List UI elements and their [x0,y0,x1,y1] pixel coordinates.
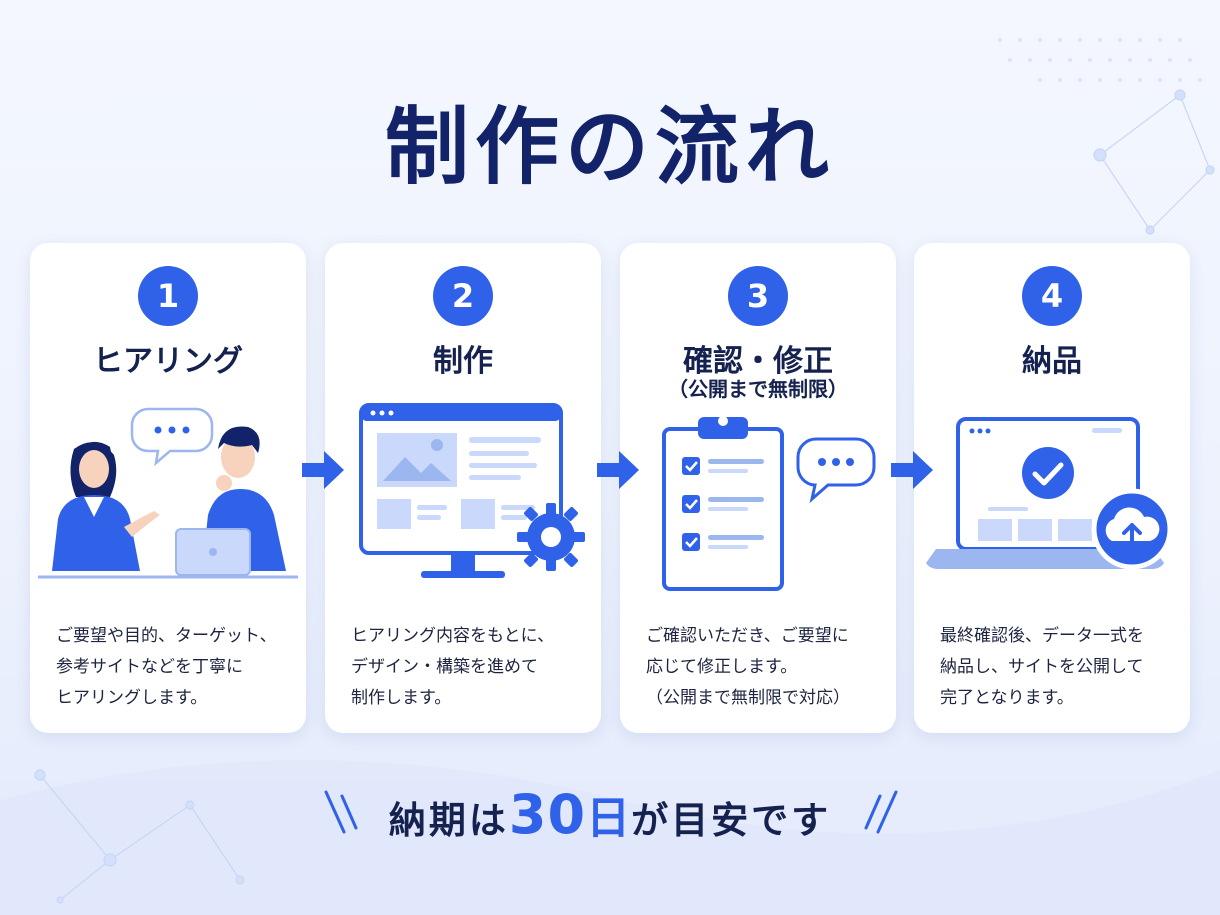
clipboard-checklist-icon [662,416,876,591]
decorative-slash-right-icon [864,790,898,834]
delivery-period-note: 納期は30日が目安です [0,782,1220,846]
footer-highlight-unit: 日 [586,793,632,844]
step-description: 最終確認後、データ一式を 納品し、サイトを公開して 完了となります。 [940,626,1144,708]
step-number-badge: 2 [433,266,493,326]
footer-prefix: 納期は [388,799,509,842]
step-card-review: 3 確認・修正 （公開まで無制限） ご確認いただき、ご要望に 応じて修正します。… [620,243,896,733]
page-title: 制作の流れ [384,98,835,196]
step-title: ヒアリング [93,344,243,379]
footer-highlight-number: 30 [508,783,587,846]
step-number-badge: 4 [1022,266,1082,326]
arrow-right-icon [597,451,639,489]
step-subtitle: （公開まで無制限） [668,377,848,401]
step-number-badge: 1 [138,266,198,326]
arrow-right-icon [891,451,933,489]
step-description: ご確認いただき、ご要望に 応じて修正します。 （公開まで無制限で対応） [646,626,850,708]
arrow-right-icon [302,451,344,489]
monitor-gear-icon [359,403,585,578]
step-number-badge: 3 [728,266,788,326]
footer-suffix: が目安です [631,799,832,842]
step-description: ご要望や目的、ターゲット、 参考サイトなどを丁寧に ヒアリングします。 [56,626,277,708]
step-card-production: 2 制作 ヒアリング内容をもとに、 [325,243,601,733]
step-description: ヒアリング内容をもとに、 デザイン・構築を進めて 制作します。 [351,626,555,708]
step-title: 確認・修正 [683,344,833,379]
meeting-people-icon [38,407,298,579]
decorative-slash-left-icon [324,790,358,834]
step-title: 制作 [433,344,493,379]
step-card-hearing: 1 ヒアリング ご要望や目的、ターゲット、 参考サイトなどを丁寧に ヒアリングし… [30,243,306,733]
laptop-cloud-upload-icon [926,417,1173,570]
step-title: 納品 [1022,344,1082,379]
step-card-delivery: 4 納品 最終確認後、データ一式を 納品し、サイトを公開して 完了となります。 [914,243,1190,733]
